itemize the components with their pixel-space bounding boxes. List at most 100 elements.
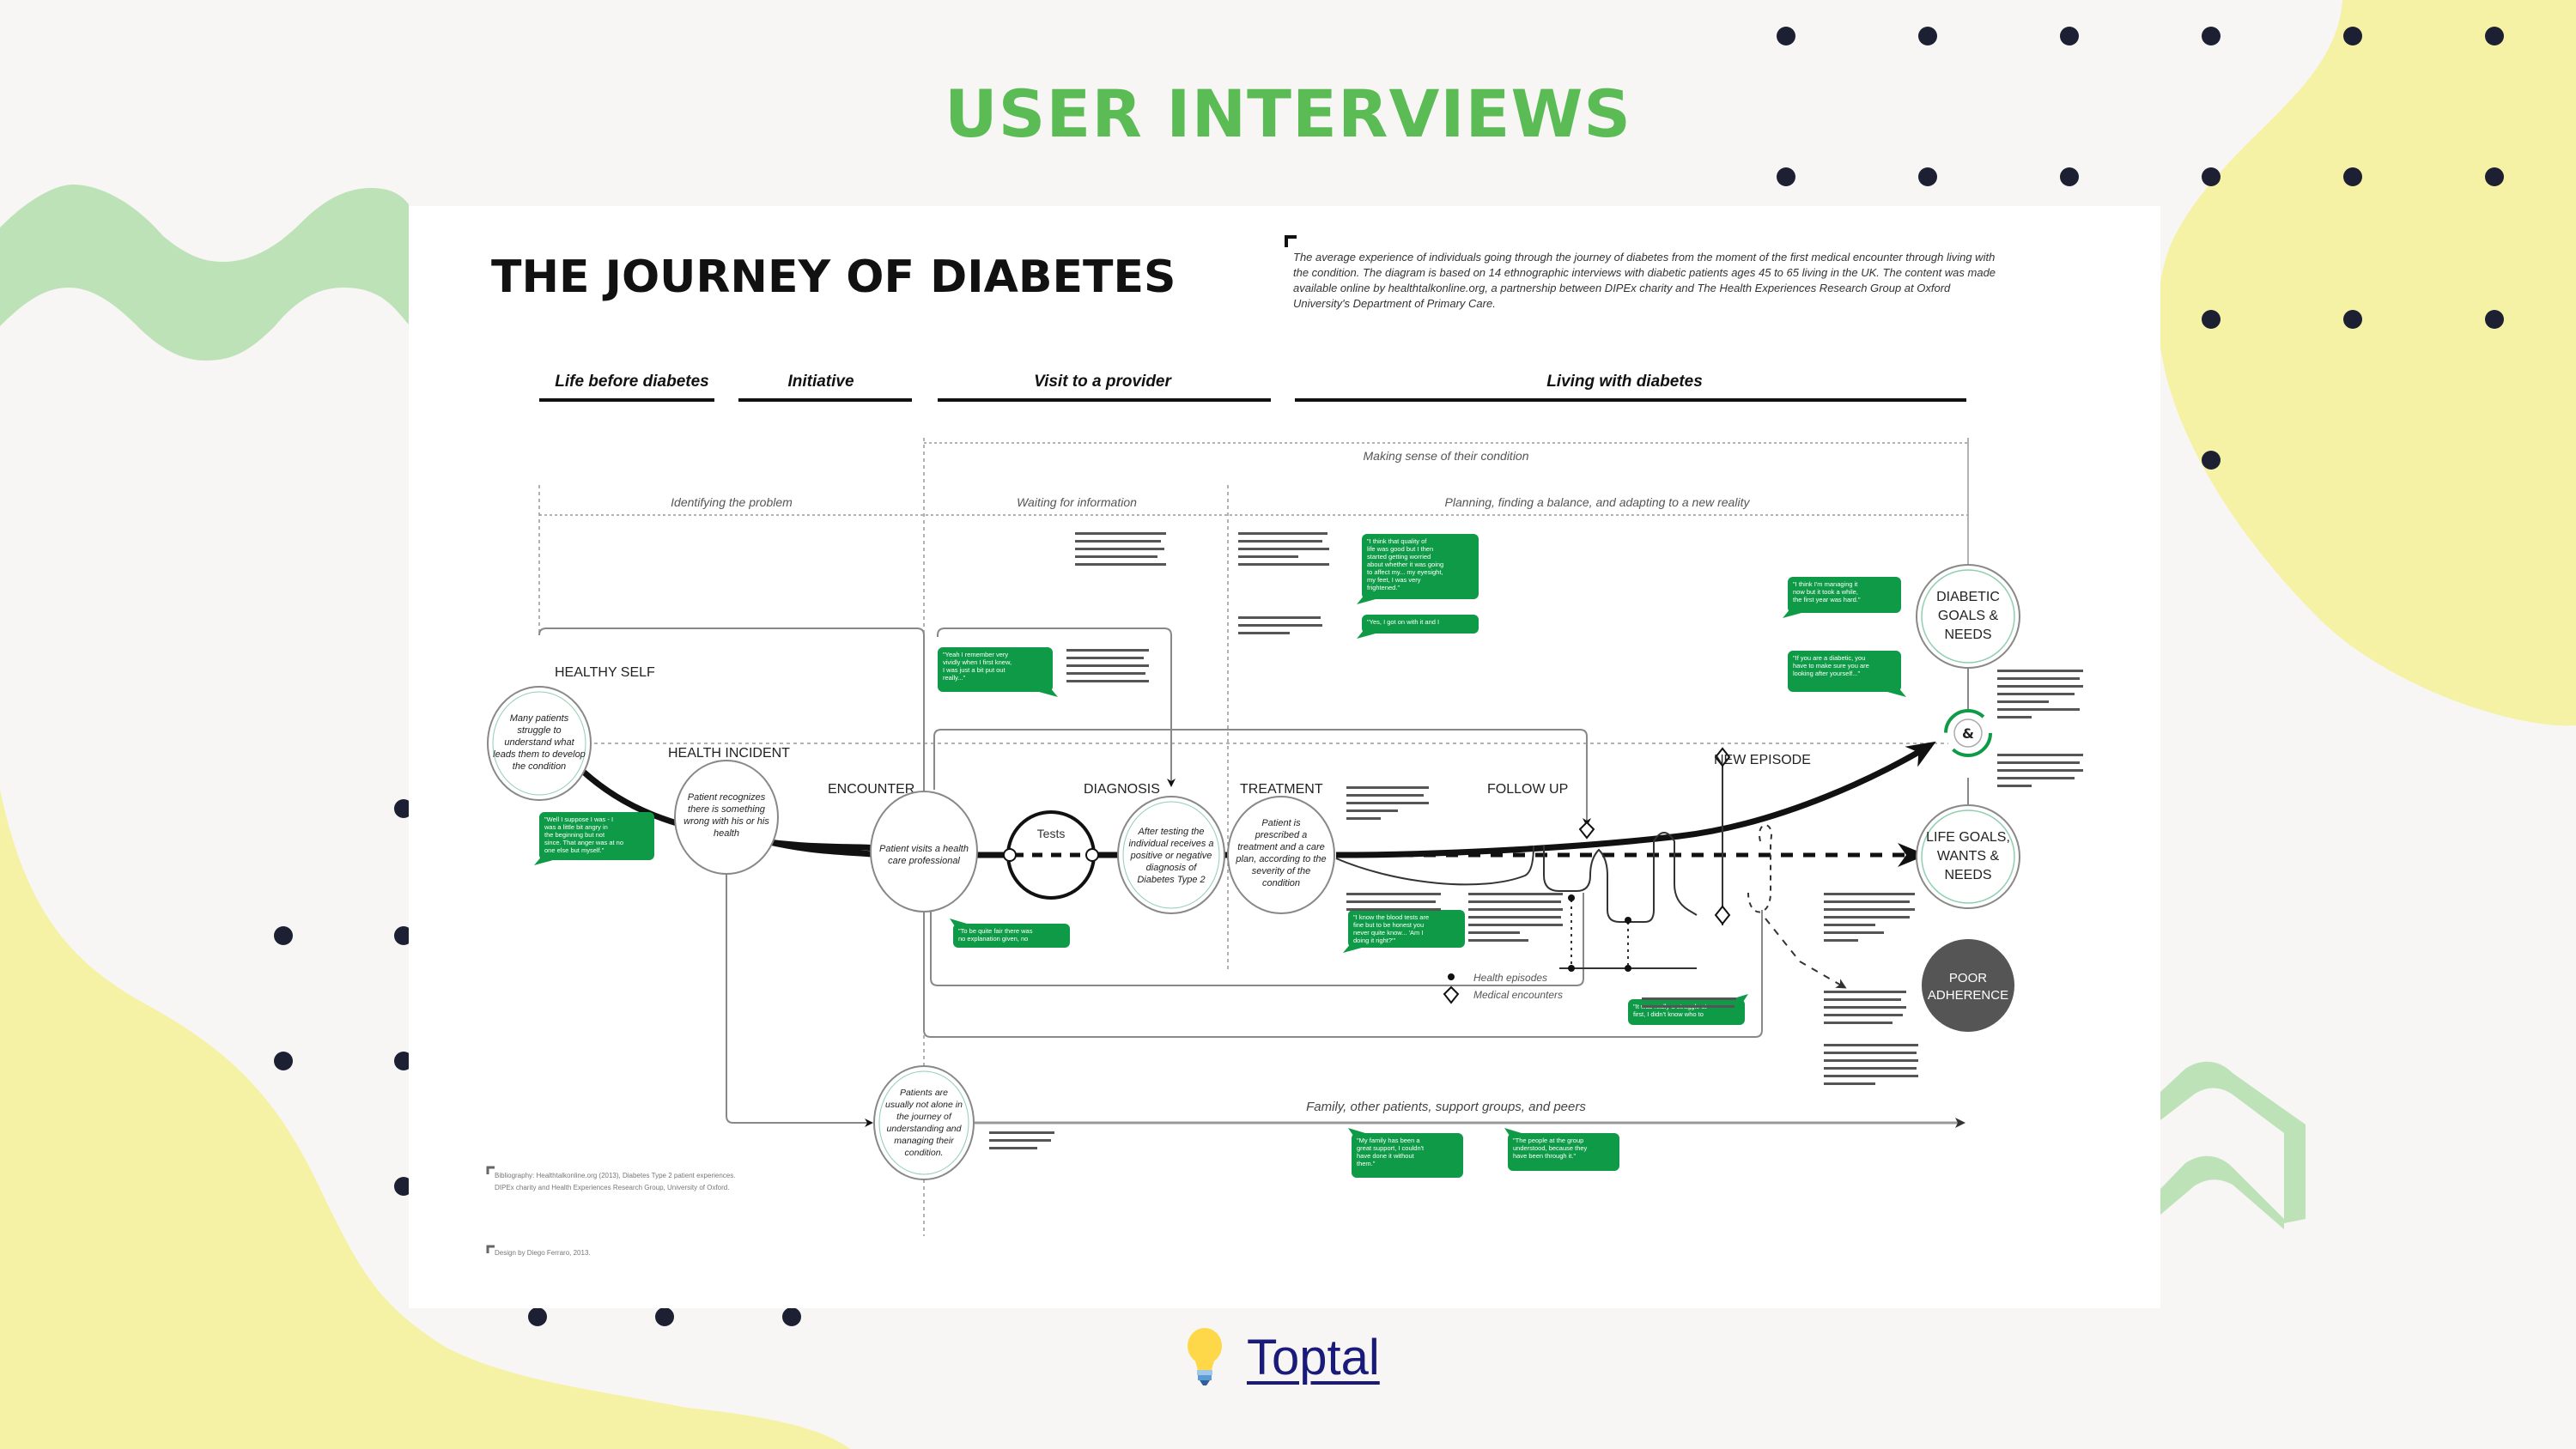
annotation-blocks xyxy=(989,532,2083,1149)
follow-up-loops xyxy=(1335,757,1847,989)
svg-text:severity of the: severity of the xyxy=(1252,866,1310,876)
quote-text: really..." xyxy=(943,674,966,682)
svg-text:LIFE GOALS,: LIFE GOALS, xyxy=(1926,830,2010,845)
annotation-text xyxy=(1997,670,2083,718)
span-label-planning: Planning, finding a balance, and adaptin… xyxy=(1445,495,1751,509)
lightbulb-icon xyxy=(1185,1327,1224,1387)
description-bracket-icon xyxy=(1285,235,1297,247)
svg-text:wrong with his or his: wrong with his or his xyxy=(683,816,769,827)
annotation-text xyxy=(1824,893,1915,942)
quote-text: no explanation given, no xyxy=(958,935,1028,943)
quote-text: "Yes, I got on with it and I xyxy=(1367,618,1439,626)
svg-text:leads them to develop: leads them to develop xyxy=(493,749,586,760)
annotation-text xyxy=(1238,532,1329,566)
svg-text:Patient visits a health: Patient visits a health xyxy=(879,844,969,854)
quote-text: life was good but I then xyxy=(1367,545,1433,553)
outcome-poor-adherence: POOR ADHERENCE xyxy=(1922,939,2014,1032)
svg-text:there is something: there is something xyxy=(688,804,766,815)
stage-circle-healthy-self: Many patients struggle to understand wha… xyxy=(487,686,592,801)
svg-text:diagnosis of: diagnosis of xyxy=(1146,863,1198,873)
svg-text:NEEDS: NEEDS xyxy=(1944,868,1991,882)
description-line: the condition. The diagram is based on 1… xyxy=(1293,266,1996,279)
footnotes: Bibliography: Healthtalkonline.org (2013… xyxy=(486,1166,735,1257)
svg-text:condition.: condition. xyxy=(905,1148,944,1158)
svg-text:the condition: the condition xyxy=(513,761,566,772)
svg-text:understanding and: understanding and xyxy=(887,1124,963,1134)
toptal-link[interactable]: Toptal xyxy=(1247,1329,1380,1385)
stage-label-new-episode: NEW EPISODE xyxy=(1714,753,1811,767)
annotation-text xyxy=(1075,532,1166,566)
tests-label: Tests xyxy=(1037,827,1066,840)
phase-label: Initiative xyxy=(787,373,854,391)
svg-text:treatment and a care: treatment and a care xyxy=(1237,842,1325,852)
svg-text:prescribed a: prescribed a xyxy=(1255,830,1308,840)
quote-text: I was just a bit put out xyxy=(943,666,1005,674)
stage-label-encounter: ENCOUNTER xyxy=(828,782,914,797)
stage-circle-encounter: Patient visits a health care professiona… xyxy=(870,791,978,912)
annotation-text xyxy=(989,1131,1054,1149)
stage-circle-diagnosis: After testing the individual receives a … xyxy=(1117,796,1225,914)
slide-title: USER INTERVIEWS xyxy=(944,76,1632,152)
quote-text: now but it took a while, xyxy=(1793,588,1858,596)
footnote-bracket-icon xyxy=(486,1245,495,1253)
annotation-text xyxy=(1066,649,1149,682)
quote-text: have done it without xyxy=(1357,1152,1415,1160)
phase-label: Visit to a provider xyxy=(1034,373,1172,391)
stage-label-health-incident: HEALTH INCIDENT xyxy=(668,746,790,761)
quote-text: was a little bit angry in xyxy=(544,823,608,831)
svg-text:Patient is: Patient is xyxy=(1261,818,1301,828)
svg-text:ADHERENCE: ADHERENCE xyxy=(1928,988,2008,1003)
legend-medical-encounters: Medical encounters xyxy=(1473,989,1563,1001)
circle-text: Many patients struggle to understand wha… xyxy=(493,713,586,772)
svg-text:plan, according to the: plan, according to the xyxy=(1235,854,1326,864)
phase-label: Life before diabetes xyxy=(555,373,709,391)
annotation-text xyxy=(1997,754,2083,787)
svg-text:condition: condition xyxy=(1262,878,1300,888)
quote-text: them." xyxy=(1357,1160,1376,1167)
stage-circle-support: Patients are usually not alone in the jo… xyxy=(873,1065,975,1180)
quote-text: "I know the blood tests are xyxy=(1353,913,1429,921)
quote-text: "Well I suppose I was - I xyxy=(544,815,613,823)
svg-text:managing their: managing their xyxy=(894,1136,954,1146)
quote-text: one else but myself." xyxy=(544,846,605,854)
quote-text: vividly when I first knew, xyxy=(943,658,1012,666)
quote-text: about whether it was going xyxy=(1367,561,1443,568)
legend-health-episodes: Health episodes xyxy=(1473,972,1547,984)
poster-title: THE JOURNEY OF DIABETES xyxy=(491,252,1176,303)
annotation-text xyxy=(1346,893,1441,911)
span-label-identifying: Identifying the problem xyxy=(671,495,793,509)
span-label-support: Family, other patients, support groups, … xyxy=(1306,1100,1586,1114)
svg-text:NEEDS: NEEDS xyxy=(1944,627,1991,642)
quote-text: looking after yourself..." xyxy=(1793,670,1860,677)
svg-text:struggle to: struggle to xyxy=(517,725,561,736)
description-line: The average experience of individuals go… xyxy=(1293,251,1995,264)
phase-label: Living with diabetes xyxy=(1546,373,1703,391)
footnote-bracket-icon xyxy=(486,1166,495,1174)
annotation-text xyxy=(1642,997,1736,1008)
annotation-text xyxy=(1824,1044,1918,1085)
quote-text: "My family has been a xyxy=(1357,1137,1420,1144)
quote-text: first, I didn't know who to xyxy=(1633,1010,1704,1018)
journey-curve-main xyxy=(1335,741,1936,858)
stage-label-diagnosis: DIAGNOSIS xyxy=(1084,782,1160,797)
svg-text:GOALS &: GOALS & xyxy=(1938,609,1999,623)
svg-text:&: & xyxy=(1962,725,1974,742)
svg-text:Patient recognizes: Patient recognizes xyxy=(688,792,766,803)
outcome-life-goals: LIFE GOALS, WANTS & NEEDS xyxy=(1916,804,2020,909)
stage-label-healthy-self: HEALTHY SELF xyxy=(555,665,655,680)
annotation-text xyxy=(1468,893,1563,942)
green-wave xyxy=(0,185,409,361)
outcome-diabetic-goals: DIABETIC GOALS & NEEDS xyxy=(1916,564,2020,669)
medical-encounter-legend-icon xyxy=(1443,985,1460,1004)
svg-text:the journey of: the journey of xyxy=(896,1112,952,1122)
description-line: University's Department of Primary Care. xyxy=(1293,297,1496,310)
quote-text: never quite know... 'Am I xyxy=(1353,929,1423,937)
quote-text: "The people at the group xyxy=(1513,1137,1583,1144)
span-label-making-sense: Making sense of their condition xyxy=(1364,449,1529,463)
